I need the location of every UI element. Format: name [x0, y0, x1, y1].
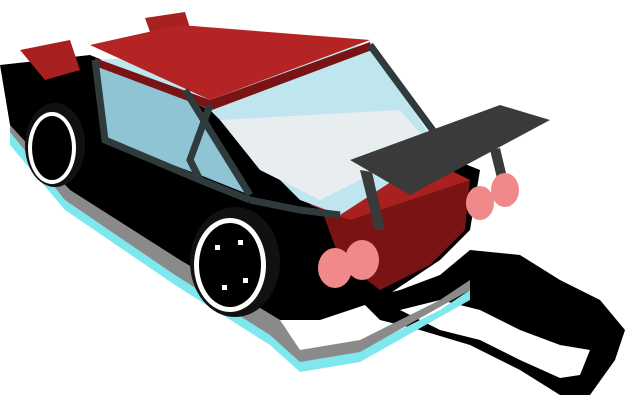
left-spoiler — [20, 40, 80, 80]
exhaust-trail — [360, 250, 625, 395]
front-wheel — [190, 207, 280, 317]
cabin — [90, 25, 443, 219]
taillights — [318, 173, 519, 288]
rear-wheel — [25, 103, 85, 187]
